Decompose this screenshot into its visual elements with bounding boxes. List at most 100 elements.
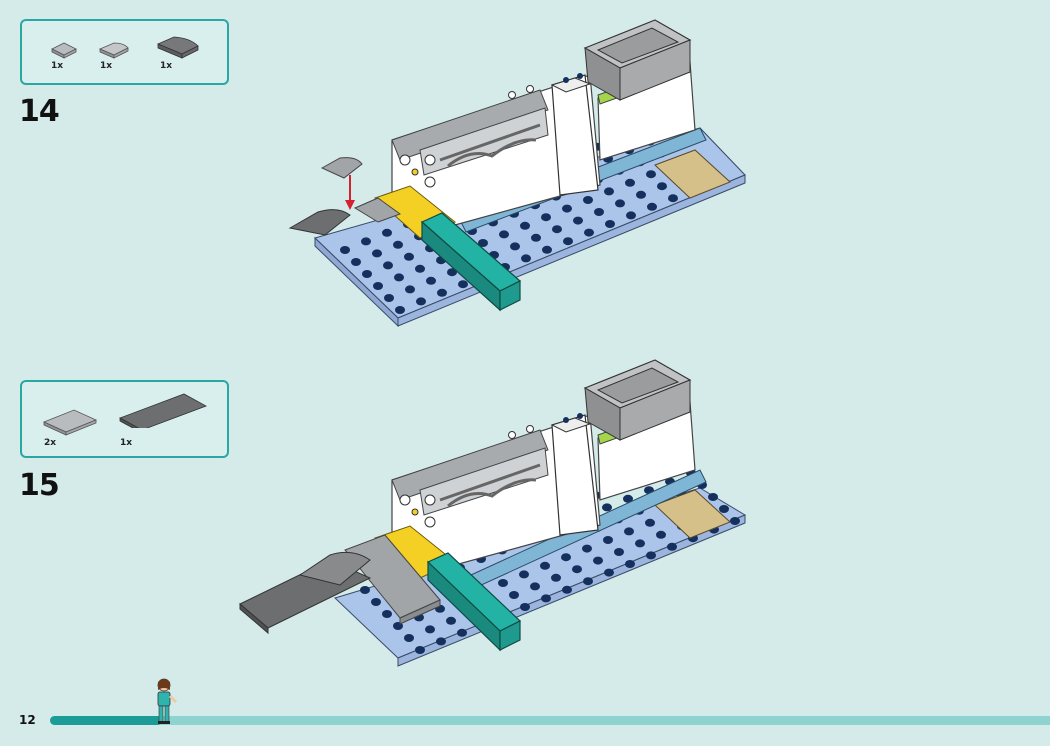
stud xyxy=(447,268,457,277)
stud xyxy=(457,628,467,637)
curved-gray-slope-icon xyxy=(98,42,129,59)
stud xyxy=(541,594,551,603)
stud xyxy=(646,551,656,560)
parts-callout-step-15: 2x 1x xyxy=(20,380,229,458)
stud xyxy=(583,196,593,204)
stud xyxy=(372,249,382,258)
stud xyxy=(625,178,635,187)
stud xyxy=(730,517,740,525)
stud xyxy=(509,591,519,599)
small-gray-tile-icon xyxy=(51,42,77,59)
stud xyxy=(667,542,677,551)
stud xyxy=(603,536,613,544)
stud xyxy=(542,245,552,254)
stud xyxy=(510,242,520,251)
stud xyxy=(498,579,508,587)
stud xyxy=(340,246,350,254)
dark-gray-tile-long-icon xyxy=(119,393,207,428)
stud xyxy=(668,194,678,203)
dark-gray-curved-slope-icon xyxy=(156,36,199,59)
stud xyxy=(719,505,729,513)
stud xyxy=(594,208,604,216)
stud xyxy=(371,598,381,606)
step-number: 14 xyxy=(19,94,60,129)
stud xyxy=(531,233,541,242)
minifigure-icon xyxy=(157,678,178,724)
progress-fill xyxy=(50,716,162,725)
part-qty: 1x xyxy=(100,61,113,71)
stud xyxy=(437,288,447,297)
stud xyxy=(647,202,657,211)
stud xyxy=(593,556,603,565)
stud xyxy=(635,539,645,548)
stud xyxy=(605,220,615,228)
step-number: 15 xyxy=(19,468,60,503)
stud xyxy=(624,527,634,536)
progress-track xyxy=(50,716,1050,725)
stud xyxy=(562,585,572,594)
stud xyxy=(362,270,372,278)
stud xyxy=(583,577,593,586)
stud xyxy=(572,565,582,574)
stud xyxy=(551,573,561,582)
parts-callout-step-14: 1x 1x 1x xyxy=(20,19,229,85)
stud xyxy=(351,258,361,266)
stud xyxy=(540,561,550,570)
stud xyxy=(552,225,562,234)
stud xyxy=(395,306,405,314)
stud xyxy=(436,637,446,646)
stud xyxy=(426,276,436,285)
stud xyxy=(416,297,426,306)
stud xyxy=(625,560,635,568)
gray-tile-2x4-icon xyxy=(42,409,98,436)
stud xyxy=(614,548,624,556)
stud xyxy=(394,273,404,282)
stud xyxy=(657,182,667,191)
stud xyxy=(521,254,531,263)
stud xyxy=(615,199,625,208)
stud xyxy=(382,610,392,618)
stud xyxy=(636,190,646,199)
stud xyxy=(405,285,415,294)
stud xyxy=(541,213,551,222)
stud xyxy=(404,634,414,642)
stud xyxy=(604,568,614,577)
stud xyxy=(573,216,583,225)
stud xyxy=(520,603,530,611)
stud xyxy=(520,221,530,230)
stud xyxy=(562,204,572,213)
page-number: 12 xyxy=(19,713,36,727)
stud xyxy=(563,237,573,246)
stud xyxy=(604,187,614,196)
stud xyxy=(646,170,656,179)
stud xyxy=(602,503,612,512)
stud xyxy=(382,228,392,237)
stud xyxy=(623,494,633,503)
stud xyxy=(584,228,594,237)
stud xyxy=(530,582,540,591)
stud xyxy=(361,237,371,246)
stud xyxy=(415,646,425,654)
stud xyxy=(425,625,435,634)
stud xyxy=(446,616,456,625)
stud xyxy=(383,261,393,270)
part-qty: 1x xyxy=(51,61,64,71)
part-qty: 1x xyxy=(160,61,173,71)
stud xyxy=(708,493,718,501)
stud xyxy=(393,240,403,249)
part-qty: 1x xyxy=(120,438,133,448)
stud xyxy=(458,280,468,289)
stud xyxy=(360,586,370,594)
stud xyxy=(645,518,655,527)
stud xyxy=(478,239,488,247)
stud xyxy=(373,282,383,290)
part-qty: 2x xyxy=(44,438,57,448)
stud xyxy=(561,553,571,562)
stud xyxy=(582,544,592,553)
stud xyxy=(519,570,529,579)
stud xyxy=(499,230,509,239)
stud xyxy=(656,530,666,539)
stud xyxy=(415,264,425,273)
